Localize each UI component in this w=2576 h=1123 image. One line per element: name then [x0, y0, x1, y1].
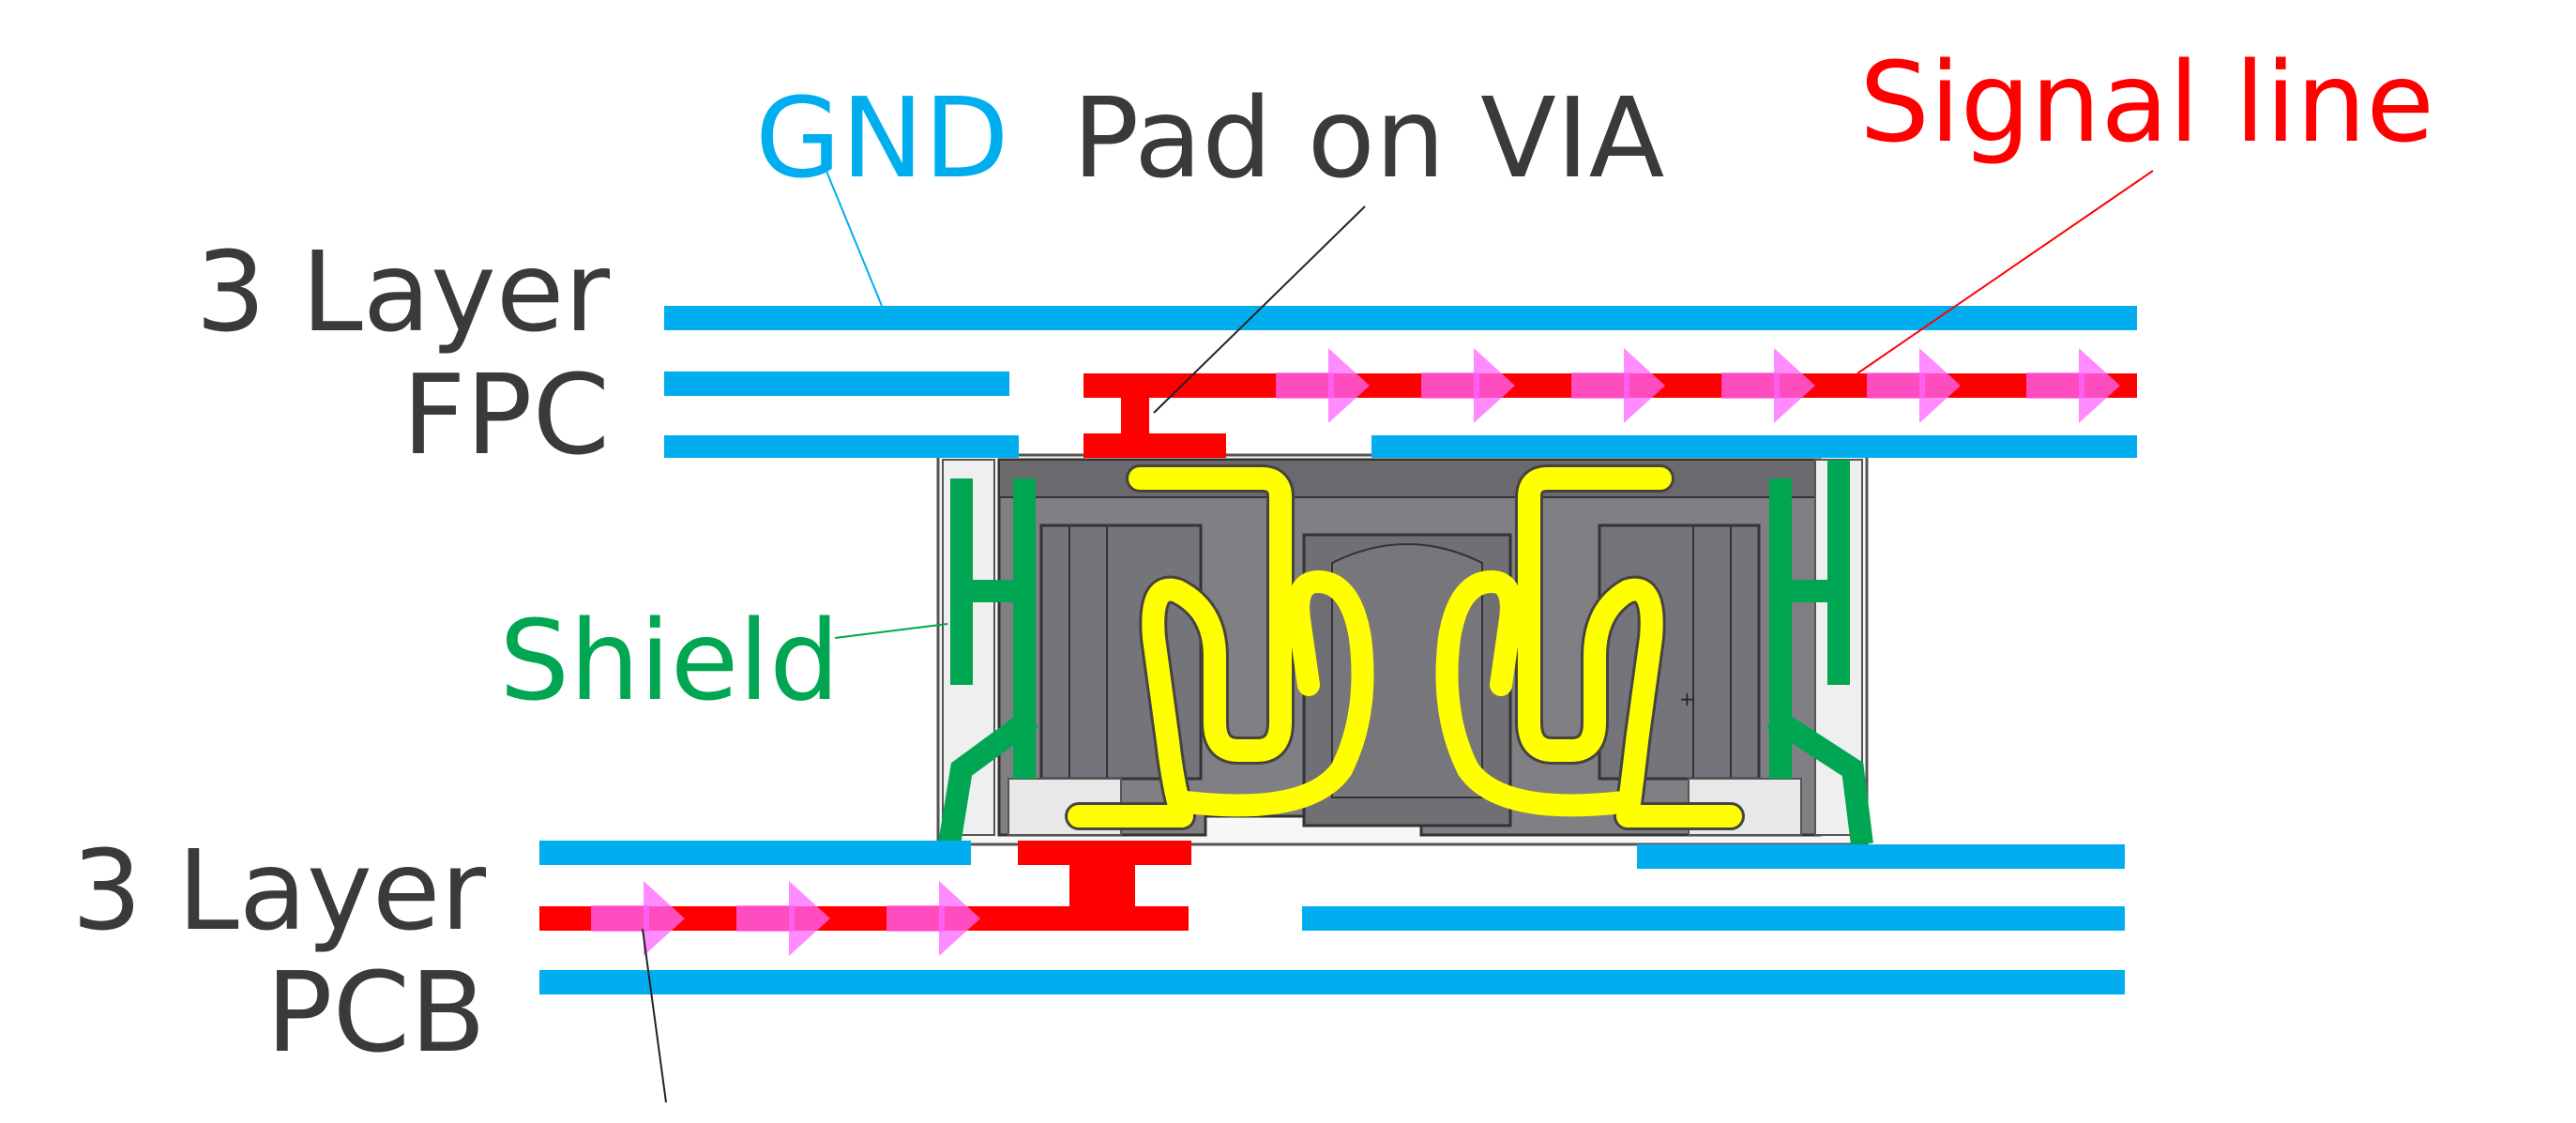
signal-flow-arrow-icon	[2026, 348, 2120, 423]
pcb-label-line2: PCB	[265, 948, 486, 1077]
shield-label: Shield	[499, 596, 840, 725]
signal-flow-arrow-icon	[736, 881, 830, 956]
pcb-gnd-mid-right	[1302, 906, 2125, 931]
shield-right	[1766, 460, 1873, 846]
signal-contacts	[1065, 464, 1745, 830]
pcb-layers	[539, 841, 2125, 994]
pcb-signal-leader	[642, 928, 667, 1103]
signal-line-leader	[1856, 170, 2154, 374]
signal-flow-arrow-icon	[1276, 348, 1370, 423]
signal-line-label: Signal line	[1859, 38, 2434, 167]
fpc-label-line1: 3 Layer	[195, 227, 610, 357]
fpc-via	[1121, 385, 1149, 441]
shield-leader	[834, 623, 948, 639]
pcb-via	[1069, 858, 1135, 915]
fpc-pad	[1083, 433, 1226, 458]
pcb-gnd-top-right	[1637, 844, 2125, 869]
fpc-gnd-bottom-right	[1371, 435, 2137, 458]
signal-flow-arrow-icon	[1721, 348, 1815, 423]
pad-on-via-label: Pad on VIA	[1072, 73, 1664, 203]
signal-flow-arrow-icon	[591, 881, 685, 956]
fpc-gnd-top	[664, 306, 2137, 330]
pad-on-via-leader	[1153, 205, 1366, 414]
signal-flow-arrow-icon	[1867, 348, 1961, 423]
connector-housing: +	[936, 453, 1869, 846]
gnd-label: GND	[755, 73, 1009, 203]
pcb-label-line1: 3 Layer	[71, 826, 486, 955]
signal-flow-arrow-icon	[1421, 348, 1515, 423]
signal-flow-arrow-icon	[886, 881, 980, 956]
pcb-gnd-top-left	[539, 841, 971, 865]
fpc-gnd-bottom-left	[664, 435, 1019, 458]
shield-left	[938, 478, 1039, 846]
fpc-gnd-mid-left	[664, 372, 1009, 396]
fpc-label-line2: FPC	[402, 350, 610, 479]
pcb-flow-arrows	[591, 881, 980, 956]
svg-text:+: +	[1679, 688, 1695, 710]
svg-text:GND Pad on VIA: GND Pad on VIA	[755, 73, 1664, 203]
leader-lines	[642, 168, 2154, 1103]
pcb-gnd-bottom	[539, 970, 2125, 994]
gnd-leader	[825, 168, 883, 307]
signal-flow-arrow-icon	[1571, 348, 1665, 423]
